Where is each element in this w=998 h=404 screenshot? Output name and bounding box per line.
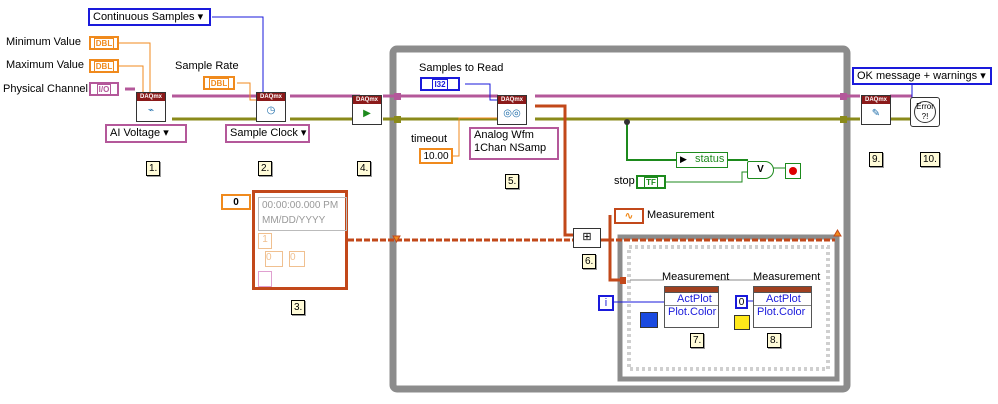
- attributes-variant[interactable]: [258, 271, 272, 287]
- or-gate-icon: V: [747, 161, 774, 179]
- sample-rate-control[interactable]: DBL: [203, 76, 235, 90]
- minimum-value-label: Minimum Value: [6, 36, 81, 48]
- waveform-cluster-constant[interactable]: 00:00:00.000 PM MM/DD/YYYY 1 0 0: [252, 190, 348, 290]
- read-vi[interactable]: DAQmx◎◎: [497, 95, 527, 125]
- play-icon: ▶: [363, 108, 371, 119]
- waveform-icon: ∿: [624, 210, 634, 222]
- cluster-array-index[interactable]: 0: [221, 194, 251, 210]
- sample-mode-wire: [212, 16, 264, 94]
- min-wire: [118, 42, 151, 94]
- physical-channel-control[interactable]: I/O: [89, 82, 119, 96]
- step-1-label: 1.: [146, 161, 161, 176]
- property-node-2-actplot: ActPlot: [754, 293, 811, 306]
- create-channel-vi[interactable]: DAQmx⌁: [136, 92, 166, 122]
- property-node-2-title: Measurement: [753, 271, 821, 283]
- property-node-1-plotcolor: Plot.Color: [668, 306, 717, 318]
- samples-wire: [465, 83, 498, 101]
- channel-icon: ⌁: [147, 105, 155, 116]
- build-array-node[interactable]: ⊞: [573, 228, 601, 248]
- step-3-label: 3.: [291, 300, 306, 315]
- maximum-value-label: Maximum Value: [6, 59, 85, 71]
- timing-vi[interactable]: DAQmx◷: [256, 92, 286, 122]
- physical-channel-label: Physical Channel: [3, 83, 88, 95]
- status-wire: [626, 122, 676, 161]
- stop-wire: [666, 171, 748, 183]
- maximum-value-control[interactable]: DBL: [89, 59, 119, 73]
- dt-constant[interactable]: 1: [258, 233, 272, 249]
- rate-wire: [237, 82, 258, 101]
- step-7-label: 7.: [690, 333, 705, 348]
- timeout-control[interactable]: 10.00: [419, 148, 453, 164]
- sample-mode-constant[interactable]: Continuous Samples ▾: [88, 8, 211, 26]
- property-node-2-box: ActPlot Plot.Color: [753, 286, 812, 328]
- error-tunnel-right: [840, 116, 847, 123]
- array-index-small[interactable]: 0: [265, 251, 283, 267]
- sample-rate-label: Sample Rate: [175, 60, 239, 72]
- property-node-1-title: Measurement: [662, 271, 730, 283]
- clear-task-vi[interactable]: DAQmx✎: [861, 95, 891, 125]
- measurement-graph-terminal[interactable]: ∿: [614, 208, 644, 224]
- loop-iteration-terminal: i: [598, 295, 614, 311]
- error-mode-selector[interactable]: OK message + warnings ▾: [852, 67, 992, 85]
- step-9-label: 9.: [869, 152, 884, 167]
- while-loop-border: [389, 45, 851, 393]
- glasses-icon: ◎◎: [503, 108, 521, 119]
- sample-mode-value: Continuous Samples: [93, 11, 195, 23]
- max-wire: [118, 65, 144, 94]
- step-10-label: 10.: [920, 152, 940, 167]
- step-4-label: 4.: [357, 161, 372, 176]
- status-arrow-icon: ▶: [680, 154, 687, 164]
- property-node-1-box: ActPlot Plot.Color: [664, 286, 719, 328]
- eraser-icon: ✎: [871, 108, 881, 119]
- stop-label: stop: [614, 175, 635, 187]
- timeout-wire: [451, 117, 498, 157]
- property-node-1-actplot: ActPlot: [665, 293, 718, 306]
- stop-condition-icon[interactable]: [785, 163, 801, 179]
- array-element-small[interactable]: 0: [289, 251, 305, 267]
- task-tunnel-left: [394, 93, 401, 100]
- status-indicator: status: [676, 152, 728, 168]
- timeout-label: timeout: [411, 133, 448, 145]
- waveform-wire-c: [600, 215, 626, 282]
- stop-dot-icon: [789, 167, 797, 175]
- stop-control[interactable]: TF: [636, 175, 666, 189]
- step-2-label: 2.: [258, 161, 273, 176]
- waveform-tunnel-for: [620, 277, 626, 284]
- sample-clock-selector[interactable]: Sample Clock ▾: [225, 124, 310, 143]
- step-8-label: 8.: [767, 333, 782, 348]
- ai-voltage-selector[interactable]: AI Voltage ▾: [105, 124, 187, 143]
- error-tunnel-left: [394, 116, 401, 123]
- step-6-label: 6.: [582, 254, 597, 269]
- samples-to-read-label: Samples to Read: [419, 62, 504, 74]
- error-handler-vi[interactable]: Error?!: [910, 97, 940, 127]
- plot-index-constant[interactable]: 0: [735, 295, 748, 309]
- samples-to-read-control[interactable]: I32: [420, 77, 460, 91]
- shift-register-right: [833, 229, 842, 237]
- plot-color-constant-2[interactable]: [734, 315, 750, 330]
- error-icon: Error?!: [914, 101, 936, 123]
- shift-register-left: [392, 235, 401, 243]
- minimum-value-control[interactable]: DBL: [89, 36, 119, 50]
- property-node-2-plotcolor: Plot.Color: [757, 306, 806, 318]
- task-wire: [125, 87, 912, 98]
- task-tunnel-right: [840, 93, 847, 100]
- measurement-label: Measurement: [647, 209, 715, 221]
- clock-icon: ◷: [266, 105, 276, 116]
- start-task-vi[interactable]: DAQmx▶: [352, 95, 382, 125]
- plot-color-constant-1[interactable]: [640, 312, 658, 328]
- step-5-label: 5.: [505, 174, 520, 189]
- timestamp-constant[interactable]: 00:00:00.000 PM MM/DD/YYYY: [258, 197, 347, 231]
- read-instance-selector[interactable]: Analog Wfm 1Chan NSamp: [469, 127, 559, 160]
- waveform-wire-a: [535, 104, 575, 237]
